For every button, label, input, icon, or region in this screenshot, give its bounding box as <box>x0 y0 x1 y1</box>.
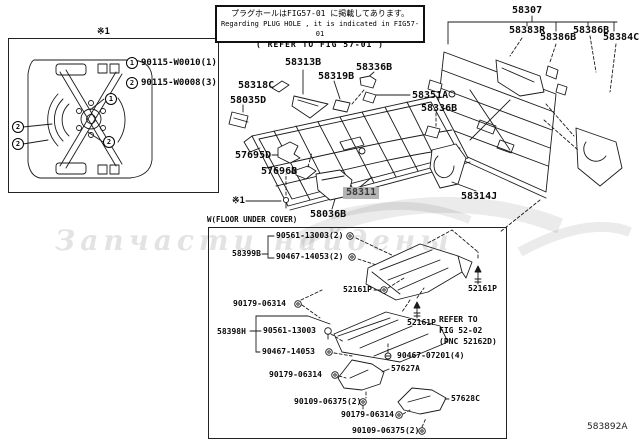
part-label-57627A[interactable]: 57627A <box>391 364 420 373</box>
fastener-label-90179-06314[interactable]: 90179-06314 <box>341 410 394 419</box>
inset-panel-drawing <box>22 59 153 179</box>
part-label-58384C[interactable]: 58384C <box>603 32 640 43</box>
refer-note-line-1: REFER TO <box>439 315 478 324</box>
fastener-icons <box>294 232 482 435</box>
under-cover-drawing <box>249 229 479 428</box>
part-label-58319B[interactable]: 58319B <box>318 71 355 82</box>
part-label-58313B[interactable]: 58313B <box>285 57 322 68</box>
fastener-label-90467-14053[interactable]: 90467-14053 <box>262 347 315 356</box>
floor-under-cover-box <box>208 227 507 439</box>
part-label-58336B[interactable]: 58336B <box>356 62 393 73</box>
part-label-52161P[interactable]: 52161P <box>468 284 497 293</box>
figure-code: 583892A <box>587 422 628 432</box>
fastener-label-90179-06314[interactable]: 90179-06314 <box>269 370 322 379</box>
note-line-jp: プラグホールはFIG57-01 に掲載してあります。 <box>230 9 410 18</box>
plug-hole-note: プラグホールはFIG57-01 に掲載してあります。 Regarding PLU… <box>215 5 425 49</box>
part-label-58035D[interactable]: 58035D <box>230 95 267 106</box>
callout-1: 1 <box>105 93 117 105</box>
ref-mark-bolt: ※1 <box>232 196 245 206</box>
fastener-label-90109-06375-2[interactable]: 90109-06375(2) <box>352 426 420 435</box>
fastener-label-90467-07201-4[interactable]: 90467-07201(4) <box>397 351 465 360</box>
part-label-58399B[interactable]: 58399B <box>232 249 261 258</box>
part-label-58386B[interactable]: 58386B <box>540 32 577 43</box>
fastener-label-90561-13003[interactable]: 90561-13003 <box>263 326 316 335</box>
part-label-57695D[interactable]: 57695D <box>235 150 272 161</box>
part-label-52161P[interactable]: 52161P <box>407 318 436 327</box>
part-label-58336B[interactable]: 58336B <box>421 103 458 114</box>
fastener-label-90179-06314[interactable]: 90179-06314 <box>233 299 286 308</box>
legend-part-number[interactable]: 90115-W0008(3) <box>141 78 217 88</box>
callout-2: 2 <box>12 138 24 150</box>
part-label-57696B[interactable]: 57696B <box>261 166 298 177</box>
part-label-57628C[interactable]: 57628C <box>451 394 480 403</box>
watermark-swash <box>296 196 632 257</box>
part-label-52161P[interactable]: 52161P <box>343 285 372 294</box>
note-line-refer: ( REFER TO FIG 57-01 ) <box>256 40 384 49</box>
legend-item-1: 1 90115-W0010(1) <box>126 57 217 69</box>
fastener-label-90467-14053-2[interactable]: 90467-14053(2) <box>276 252 344 261</box>
legend-item-2: 2 90115-W0008(3) <box>126 77 217 89</box>
circled-number-1: 1 <box>126 57 138 69</box>
ref-mark-inset: ※1 <box>97 27 110 37</box>
fastener-label-90109-06375-2[interactable]: 90109-06375(2) <box>294 397 362 406</box>
section-title-floor-under-cover: W(FLOOR UNDER COVER) <box>207 215 298 224</box>
callout-2: 2 <box>103 136 115 148</box>
part-label-58307[interactable]: 58307 <box>512 5 543 16</box>
inset-detail-box <box>8 38 219 193</box>
rear-panel-drawing <box>427 51 623 233</box>
circled-number-2: 2 <box>126 77 138 89</box>
fastener-label-90561-13003-2[interactable]: 90561-13003(2) <box>276 231 344 240</box>
part-label-58383R[interactable]: 58383R <box>509 25 546 36</box>
legend-part-number[interactable]: 90115-W0010(1) <box>141 58 217 68</box>
part-label-58036B[interactable]: 58036B <box>310 209 347 220</box>
part-label-58386B[interactable]: 58386B <box>573 25 610 36</box>
part-label-58351A[interactable]: 58351A <box>412 90 449 101</box>
upper-small-parts <box>228 69 477 210</box>
part-label-58398H[interactable]: 58398H <box>217 327 246 336</box>
part-label-58311-highlighted[interactable]: 58311 <box>343 187 380 199</box>
refer-note-line-3: (PNC 52162D) <box>439 337 497 346</box>
assembly-bracket-lines <box>447 15 618 93</box>
refer-note-line-2: FIG 52-02 <box>439 326 483 335</box>
note-line-en: Regarding PLUG HOLE , it is indicated in… <box>220 20 420 38</box>
part-label-58314J[interactable]: 58314J <box>461 191 498 202</box>
callout-2: 2 <box>12 121 24 133</box>
part-label-58318C[interactable]: 58318C <box>238 80 275 91</box>
